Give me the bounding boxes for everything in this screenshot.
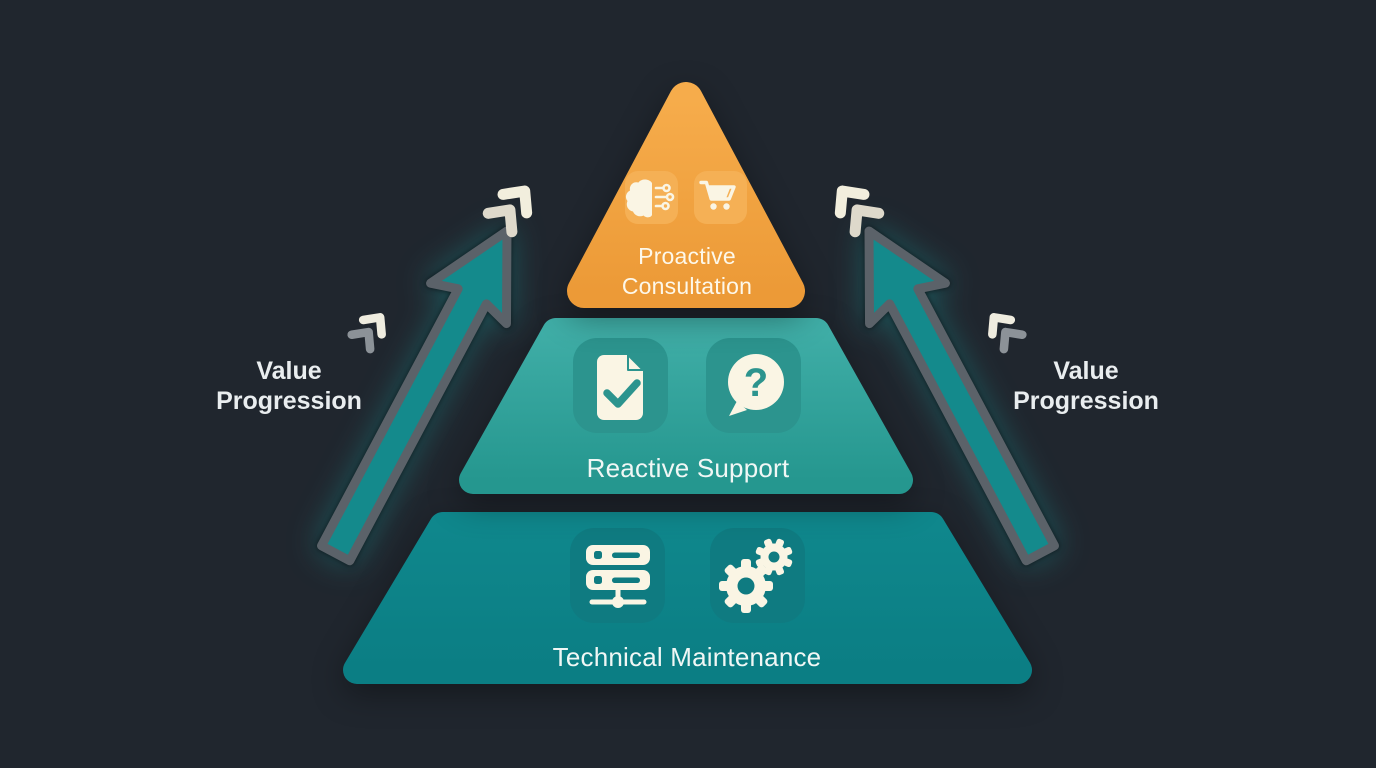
right-lower-chevrons-icon xyxy=(988,313,1027,354)
tier-technical-maintenance-shape xyxy=(343,512,1032,684)
document-check-icon xyxy=(573,338,668,433)
tier-reactive-support: ? xyxy=(459,318,913,494)
left-value-arrow xyxy=(317,226,512,566)
tier-label-line-1: Proactive xyxy=(638,243,736,269)
server-stack-icon xyxy=(570,528,665,623)
shopping-cart-icon xyxy=(694,171,747,224)
brain-circuit-icon xyxy=(625,171,678,224)
tier-label-line-2: Consultation xyxy=(621,273,753,299)
right-value-arrow xyxy=(864,226,1059,566)
left-lower-chevrons-icon xyxy=(347,313,386,354)
right-upper-chevrons-icon xyxy=(834,185,885,238)
left-value-progression-label: Value Progression xyxy=(216,357,362,415)
gears-icon xyxy=(710,528,805,623)
tier-label-technical-maintenance: Technical Maintenance xyxy=(552,642,822,672)
tier-label-proactive-consultation: Proactive Consultation xyxy=(622,241,752,301)
tier-label-reactive-support: Reactive Support xyxy=(586,453,790,483)
tier-proactive-consultation xyxy=(567,82,805,308)
question-mark-glyph: ? xyxy=(744,361,768,405)
question-bubble-icon: ? xyxy=(706,338,801,433)
left-upper-chevrons-icon xyxy=(482,185,533,238)
tier-technical-maintenance xyxy=(343,512,1032,684)
right-value-progression-label: Value Progression xyxy=(1013,357,1159,415)
